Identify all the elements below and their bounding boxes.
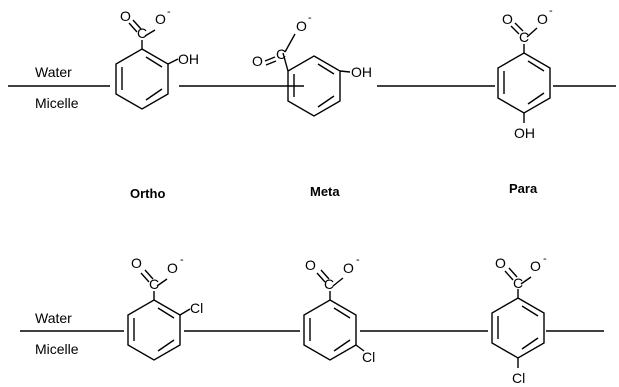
oxygen-atom: O	[502, 11, 513, 27]
oxygen-atom: O	[155, 11, 166, 27]
carbon-atom: C	[519, 29, 529, 45]
oxygen-atom: O	[252, 53, 263, 69]
oxygen-atom: O	[530, 258, 541, 274]
water-label: Water	[35, 64, 72, 80]
caption-para: Para	[509, 181, 538, 196]
oxygen-atom: O	[120, 8, 131, 24]
negative-charge: -	[356, 254, 360, 266]
molecule-para-cl	[491, 267, 545, 368]
micelle-label: Micelle	[35, 95, 79, 111]
molecule-meta	[264, 33, 351, 117]
water-label: Water	[35, 310, 72, 326]
molecule-meta-cl	[303, 269, 365, 361]
oxygen-atom: O	[167, 260, 178, 276]
molecule-ortho-cl	[127, 269, 191, 361]
oxygen-atom: O	[343, 260, 354, 276]
carbon-atom: C	[513, 275, 523, 291]
substituent-label: OH	[514, 125, 535, 141]
benzene-ring	[127, 299, 181, 361]
bottom-row	[20, 267, 604, 368]
oxygen-atom: O	[305, 257, 316, 273]
substituent-label: OH	[351, 64, 372, 80]
carbon-atom: C	[276, 46, 286, 62]
top-row	[8, 19, 616, 123]
molecule-para	[497, 22, 551, 123]
negative-charge: -	[308, 12, 312, 24]
micelle-label: Micelle	[35, 341, 79, 357]
carbon-atom: C	[324, 276, 334, 292]
caption-meta: Meta	[310, 184, 340, 199]
oxygen-atom: O	[495, 255, 506, 271]
benzene-ring	[497, 52, 551, 114]
substituent-label: Cl	[362, 349, 375, 365]
negative-charge: -	[549, 5, 553, 17]
substituent-label: Cl	[190, 300, 203, 316]
carbon-atom: C	[149, 276, 159, 292]
benzene-ring	[303, 299, 357, 361]
oxygen-atom: O	[131, 255, 142, 271]
molecule-ortho	[115, 19, 179, 110]
negative-charge: -	[543, 253, 547, 265]
oxygen-atom: O	[537, 11, 548, 27]
negative-charge: -	[167, 6, 171, 18]
carbon-atom: C	[137, 25, 147, 41]
oxygen-atom: O	[296, 18, 307, 34]
substituent-label: Cl	[512, 370, 525, 386]
substituent-label: OH	[178, 51, 199, 67]
caption-ortho: Ortho	[130, 186, 165, 201]
negative-charge: -	[180, 254, 184, 266]
benzene-ring	[491, 297, 545, 359]
benzene-ring	[115, 48, 169, 110]
